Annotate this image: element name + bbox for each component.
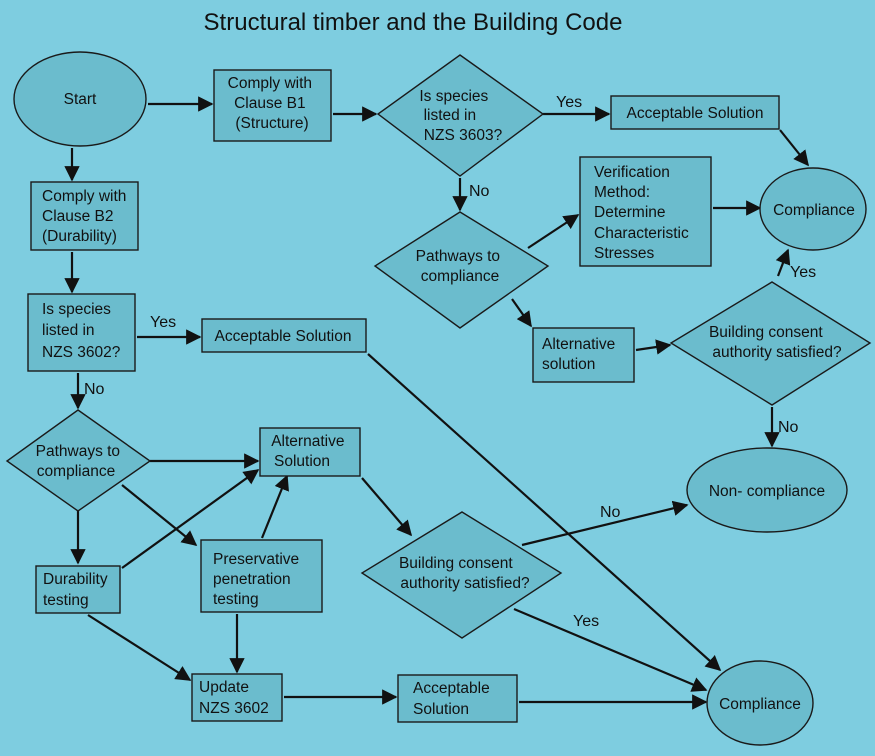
pathways-left-decision xyxy=(5,409,152,512)
compliance-top-node xyxy=(759,167,867,251)
preservative-label: Preservative penetration testing xyxy=(213,551,303,608)
edge-label-no-3603: No xyxy=(469,183,490,200)
verification-box xyxy=(579,156,712,267)
pathways-right-decision xyxy=(373,211,550,329)
edge-pathways-preservative xyxy=(121,484,198,546)
edge-bca-center-noncompliance xyxy=(521,500,689,547)
acceptable-mid-box xyxy=(201,318,367,353)
start-node xyxy=(13,51,147,147)
edge-label-yes-3602: Yes xyxy=(150,314,176,331)
compliance-top-label: Compliance xyxy=(773,202,855,219)
pathways-right-label: Pathways to compliance xyxy=(416,248,505,285)
edge-acceptable-compliance-bottom xyxy=(367,353,722,672)
edge-durability-update xyxy=(87,614,192,681)
compliance-bottom-node xyxy=(706,660,814,746)
acceptable-bottom-label: Acceptable Solution xyxy=(413,680,494,718)
alt-solution-left-box xyxy=(259,427,361,477)
species-3603-label: Is species listed in NZS 3603? xyxy=(419,88,502,144)
start-label: Start xyxy=(64,91,97,108)
alt-solution-left-label: Alternative Solution xyxy=(271,433,349,470)
comply-b1-label: Comply with Clause B1 (Structure) xyxy=(228,75,317,132)
durability-label: Durability testing xyxy=(43,571,112,609)
acceptable-bottom-box xyxy=(397,674,518,723)
edge-altsolution-bca-right xyxy=(635,339,672,355)
comply-b1-box xyxy=(213,69,332,142)
edge-altsolution-bca-center xyxy=(361,477,413,537)
edge-durability-altsolution xyxy=(121,469,260,569)
bca-center-label: Building consent authority satisfied? xyxy=(399,555,530,592)
edge-label-yes-3603: Yes xyxy=(556,94,582,111)
non-compliance-node xyxy=(686,447,848,533)
edge-label-yes-bca-center: Yes xyxy=(573,613,599,630)
preservative-box xyxy=(200,539,323,613)
acceptable-top-box xyxy=(610,95,780,130)
comply-b2-label: Comply with Clause B2 (Durability) xyxy=(42,188,131,245)
pathways-left-label: Pathways to compliance xyxy=(36,443,125,480)
diagram-title: Structural timber and the Building Code xyxy=(204,9,623,36)
acceptable-top-label: Acceptable Solution xyxy=(626,105,763,122)
edge-acceptable-compliance xyxy=(779,129,809,167)
durability-box xyxy=(35,565,121,614)
bca-center-decision xyxy=(360,511,563,639)
edge-preservative-altsolution xyxy=(260,474,289,539)
edge-label-no-3602: No xyxy=(84,381,105,398)
edge-pathways-verification xyxy=(527,214,580,249)
acceptable-mid-label: Acceptable Solution xyxy=(214,328,351,345)
species-3603-decision xyxy=(376,54,545,177)
alt-solution-right-label: Alternative solution xyxy=(542,336,620,373)
edge-bca-right-compliance xyxy=(775,248,791,277)
update-3602-box xyxy=(191,673,283,722)
comply-b2-box xyxy=(30,181,139,251)
species-3602-box xyxy=(27,293,136,372)
species-3602-label: Is species listed in NZS 3602? xyxy=(42,301,121,361)
update-3602-label: Update NZS 3602 xyxy=(199,679,269,717)
edge-label-yes-bca-right: Yes xyxy=(790,264,816,281)
edge-bca-center-compliance xyxy=(513,607,708,692)
non-compliance-label: Non- compliance xyxy=(709,483,825,500)
edge-label-no-bca-center: No xyxy=(600,504,621,521)
compliance-bottom-label: Compliance xyxy=(719,696,801,713)
bca-right-label: Building consent authority satisfied? xyxy=(709,324,842,361)
verification-label: Verification Method: Determine Character… xyxy=(594,164,693,262)
edge-label-no-bca-right: No xyxy=(778,419,799,436)
bca-right-decision xyxy=(669,281,872,406)
edge-pathways-altsolution xyxy=(511,298,532,328)
alt-solution-right-box xyxy=(532,327,635,383)
